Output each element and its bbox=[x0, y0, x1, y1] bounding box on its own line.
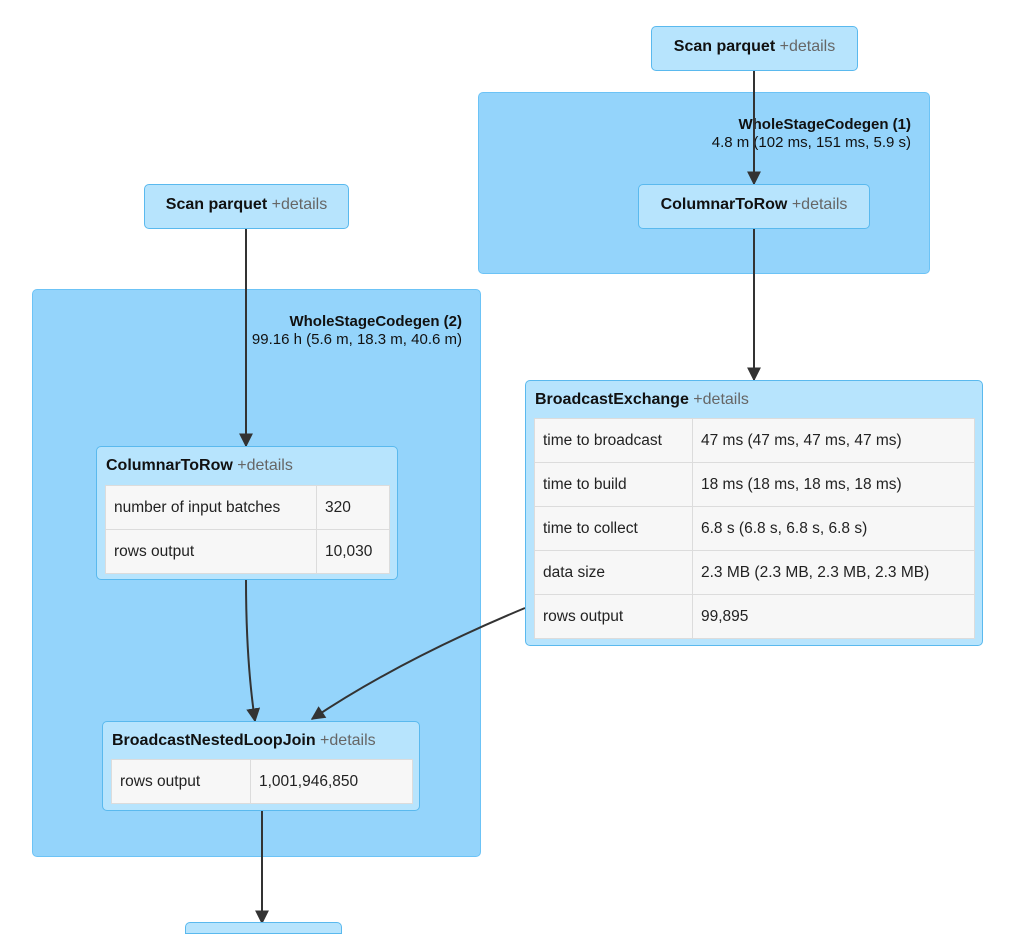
metrics-table: time to broadcast 47 ms (47 ms, 47 ms, 4… bbox=[534, 418, 975, 639]
node-broadcast-exchange[interactable]: BroadcastExchange +details time to broad… bbox=[525, 380, 983, 646]
details-link[interactable]: +details bbox=[791, 196, 848, 213]
metric-value: 1,001,946,850 bbox=[250, 759, 413, 804]
details-link[interactable]: +details bbox=[320, 732, 376, 749]
next-node-partial bbox=[185, 922, 342, 934]
node-name: BroadcastNestedLoopJoin bbox=[112, 732, 316, 749]
metric-value: 99,895 bbox=[692, 594, 975, 639]
node-header: BroadcastExchange +details bbox=[526, 381, 982, 409]
metric-value: 10,030 bbox=[316, 529, 390, 574]
node-name: BroadcastExchange bbox=[535, 391, 689, 408]
metric-row: rows output 1,001,946,850 bbox=[111, 759, 413, 804]
edge-broadcast-to-join bbox=[310, 607, 526, 720]
details-link[interactable]: +details bbox=[271, 196, 328, 213]
details-link[interactable]: +details bbox=[693, 391, 749, 408]
node-header: BroadcastNestedLoopJoin +details bbox=[103, 722, 419, 750]
node-name: ColumnarToRow bbox=[660, 196, 788, 213]
metric-row: time to broadcast 47 ms (47 ms, 47 ms, 4… bbox=[534, 418, 975, 463]
node-header: Scan parquet +details bbox=[145, 185, 348, 225]
metric-value: 47 ms (47 ms, 47 ms, 47 ms) bbox=[692, 418, 975, 463]
metric-row: rows output 99,895 bbox=[534, 594, 975, 639]
cluster-wholestagecodegen-1: WholeStageCodegen (1) 4.8 m (102 ms, 151… bbox=[478, 92, 930, 274]
cluster-stats: 99.16 h (5.6 m, 18.3 m, 40.6 m) bbox=[251, 331, 462, 348]
metric-value: 18 ms (18 ms, 18 ms, 18 ms) bbox=[692, 462, 975, 507]
metric-row: time to build 18 ms (18 ms, 18 ms, 18 ms… bbox=[534, 462, 975, 507]
metric-label: data size bbox=[534, 550, 693, 595]
metric-value: 320 bbox=[316, 485, 390, 530]
node-columnar-to-row-1[interactable]: ColumnarToRow +details bbox=[638, 184, 870, 229]
node-name: Scan parquet bbox=[165, 196, 268, 213]
node-header: ColumnarToRow +details bbox=[97, 447, 397, 475]
cluster-stats: 4.8 m (102 ms, 151 ms, 5.9 s) bbox=[711, 134, 911, 151]
metric-label: rows output bbox=[105, 529, 317, 574]
metric-label: time to broadcast bbox=[534, 418, 693, 463]
node-broadcast-nested-loop-join[interactable]: BroadcastNestedLoopJoin +details rows ou… bbox=[102, 721, 420, 811]
metric-label: rows output bbox=[534, 594, 693, 639]
metric-label: number of input batches bbox=[105, 485, 317, 530]
cluster-title: WholeStageCodegen (2) 99.16 h (5.6 m, 18… bbox=[252, 313, 462, 349]
details-link[interactable]: +details bbox=[779, 38, 836, 55]
metrics-table: rows output 1,001,946,850 bbox=[111, 759, 413, 804]
metric-row: number of input batches 320 bbox=[105, 485, 390, 530]
metric-row: rows output 10,030 bbox=[105, 529, 390, 574]
cluster-title: WholeStageCodegen (1) 4.8 m (102 ms, 151… bbox=[712, 116, 911, 152]
metric-row: time to collect 6.8 s (6.8 s, 6.8 s, 6.8… bbox=[534, 506, 975, 551]
metric-value: 2.3 MB (2.3 MB, 2.3 MB, 2.3 MB) bbox=[692, 550, 975, 595]
node-header: ColumnarToRow +details bbox=[639, 185, 869, 225]
metric-value: 6.8 s (6.8 s, 6.8 s, 6.8 s) bbox=[692, 506, 975, 551]
cluster-name: WholeStageCodegen (1) bbox=[738, 116, 911, 133]
node-header: Scan parquet +details bbox=[652, 27, 857, 67]
cluster-name: WholeStageCodegen (2) bbox=[289, 313, 462, 330]
details-link[interactable]: +details bbox=[237, 457, 293, 474]
node-scan-parquet-1[interactable]: Scan parquet +details bbox=[651, 26, 858, 71]
metric-label: rows output bbox=[111, 759, 251, 804]
metric-label: time to collect bbox=[534, 506, 693, 551]
edge-columnar2-to-join bbox=[245, 579, 261, 723]
node-name: ColumnarToRow bbox=[106, 457, 233, 474]
node-scan-parquet-2[interactable]: Scan parquet +details bbox=[144, 184, 349, 229]
node-name: Scan parquet bbox=[673, 38, 776, 55]
metrics-table: number of input batches 320 rows output … bbox=[105, 485, 390, 574]
metric-row: data size 2.3 MB (2.3 MB, 2.3 MB, 2.3 MB… bbox=[534, 550, 975, 595]
node-columnar-to-row-2[interactable]: ColumnarToRow +details number of input b… bbox=[96, 446, 398, 580]
metric-label: time to build bbox=[534, 462, 693, 507]
